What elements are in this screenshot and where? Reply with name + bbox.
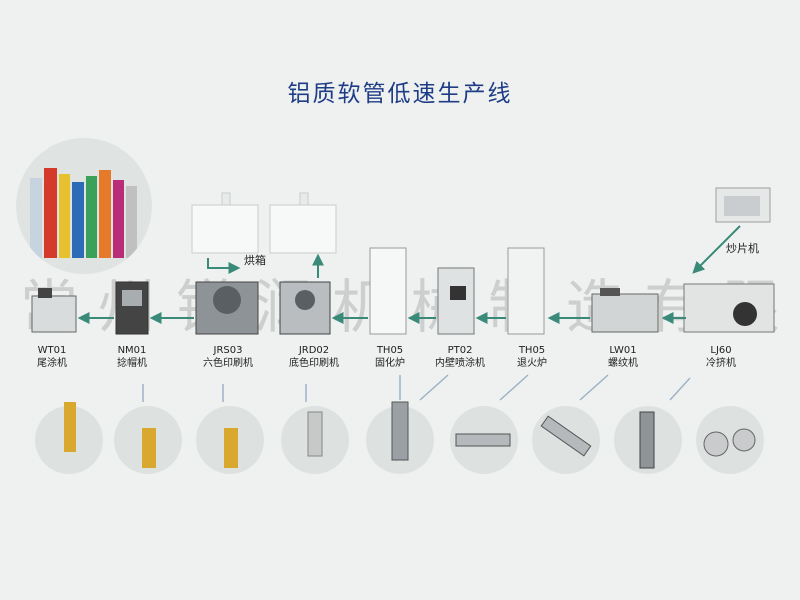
tube-icon xyxy=(126,186,137,258)
slug-icon xyxy=(732,428,756,452)
tube-icon xyxy=(59,174,70,258)
tube-icon xyxy=(64,402,76,452)
tube-icon xyxy=(540,415,592,457)
slug-machine-label: 炒片机 xyxy=(726,242,759,255)
tube-icon xyxy=(113,180,124,258)
machine-pt02-icon xyxy=(437,267,475,335)
tube-icon xyxy=(455,433,511,447)
tube-icon xyxy=(391,401,409,461)
flow-arrow xyxy=(692,225,741,274)
tube-icon xyxy=(99,170,111,258)
machine-th05-curing-icon xyxy=(369,247,407,335)
tube-icon xyxy=(44,168,57,258)
oven-label: 烘箱 xyxy=(244,254,266,267)
company-watermark: 常州镁润机械制造有限公司 xyxy=(20,273,800,341)
tube-icon xyxy=(307,411,323,457)
machine-th05-annealing-icon xyxy=(507,247,545,335)
machine-jrd02-icon xyxy=(279,281,331,335)
tube-icon xyxy=(639,411,655,469)
page-title: 铝质软管低速生产线 xyxy=(287,81,513,107)
machine-nm01-icon xyxy=(115,281,149,335)
flow-arrow xyxy=(207,258,241,274)
product-bubble xyxy=(696,406,764,474)
slug-machine-icon xyxy=(715,187,771,223)
oven-2-icon xyxy=(269,192,337,254)
machine-lw01-icon xyxy=(591,288,659,333)
tube-icon xyxy=(72,182,84,258)
tube-icon xyxy=(224,428,238,468)
machine-lj60-icon xyxy=(683,283,775,333)
finished-tubes-photo xyxy=(16,138,152,274)
slug-icon xyxy=(703,431,729,457)
oven-1-icon xyxy=(191,192,259,254)
tube-icon xyxy=(86,176,97,258)
tube-icon xyxy=(30,178,42,258)
machine-jrs03-icon xyxy=(195,281,259,335)
tube-icon xyxy=(142,428,156,468)
machine-wt01-icon xyxy=(31,288,77,333)
